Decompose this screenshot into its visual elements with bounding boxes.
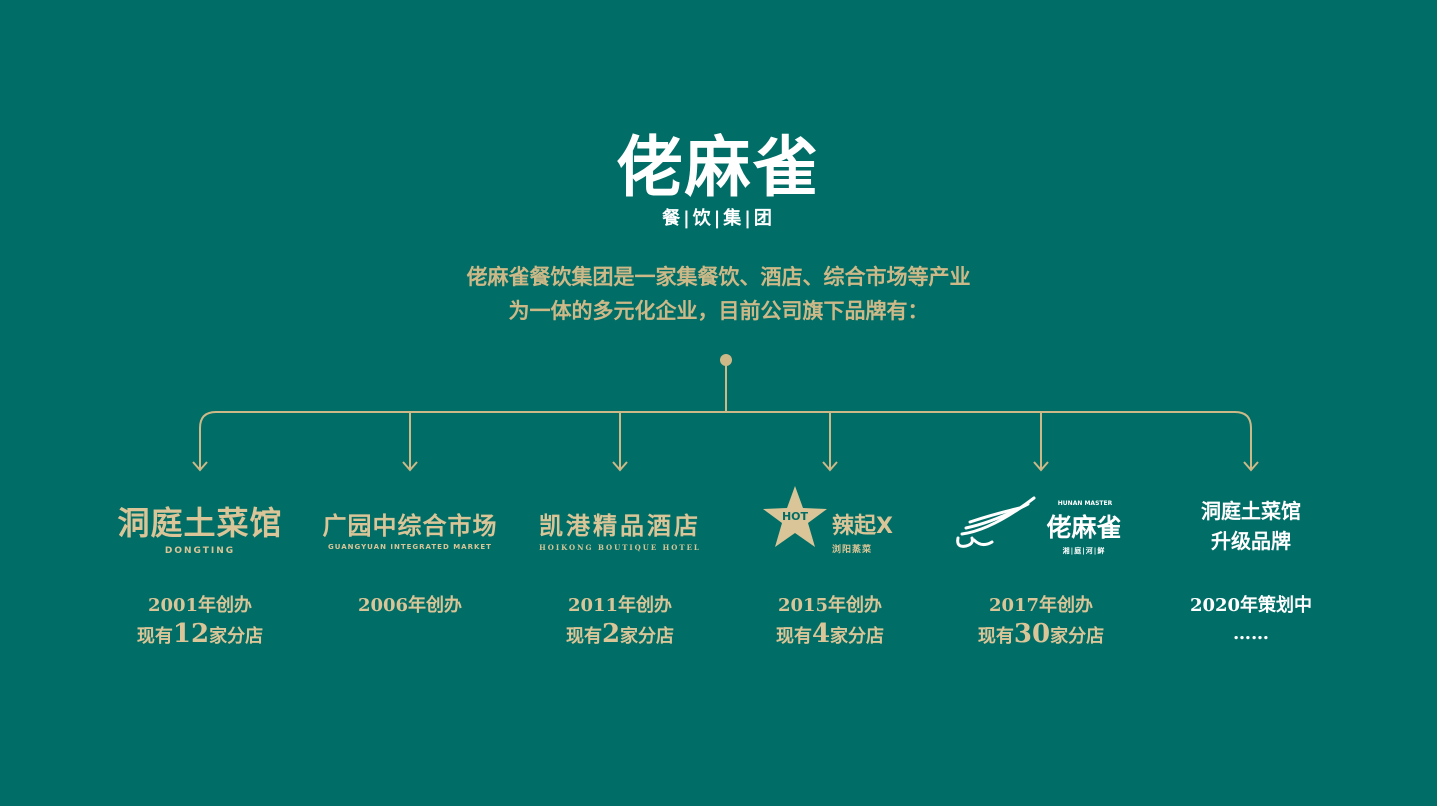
tree-branch-line [199, 411, 1252, 470]
stores-text: 现有30家分店 [977, 619, 1105, 649]
brand-logo-tagline: HUNAN MASTER [1057, 500, 1113, 507]
stores-text: 现有12家分店 [136, 619, 264, 649]
arrow-2 [402, 461, 418, 472]
brand-logo-subtitle: 浏阳蒸菜 [832, 545, 873, 555]
brand-logo-name: 洞庭土菜馆 [117, 504, 283, 542]
founded-text: 2015年创办 [777, 595, 883, 616]
intro-line-1: 佬麻雀餐饮集团是一家集餐饮、酒店、综合市场等产业 [466, 264, 971, 289]
group-logo-subtitle: 餐|饮|集|团 [662, 208, 775, 229]
stores-text: 现有2家分店 [565, 619, 675, 649]
brand-logo-dongting: 洞庭土菜馆 DONGTING [95, 498, 305, 556]
brand-logo-subtitle: GUANGYUAN INTEGRATED MARKET [328, 543, 492, 551]
stores-count: 12 [172, 619, 210, 649]
brand-logo-guangyuan: 广园中综合市场 GUANGYUAN INTEGRATED MARKET [305, 506, 515, 551]
arrow-5 [1033, 461, 1049, 472]
brand-logo-name: 辣起X [832, 514, 893, 539]
arrow-6 [1243, 461, 1259, 472]
stores-count: 4 [811, 619, 831, 649]
founded-text: 2001年创办 [147, 595, 253, 616]
brand-info-hoikong: 2011年创办 现有2家分店 [515, 592, 725, 651]
wing-icon [952, 494, 1038, 550]
stores-count: 30 [1013, 619, 1051, 649]
stores-text: 现有4家分店 [775, 619, 885, 649]
brand-logo-laomaque: 佬麻雀 湘|庭|河|鲜 [1036, 508, 1132, 556]
brand-logo-subtitle: 湘|庭|河|鲜 [1062, 547, 1106, 555]
brand-logo-name: 佬麻雀 [1046, 513, 1122, 542]
brand-logo-name: 凯港精品酒店 [539, 512, 701, 540]
brand-info-dongting: 2001年创办 现有12家分店 [95, 592, 305, 651]
group-logo-name: 佬麻雀 [616, 129, 821, 206]
brand-logo-subtitle: HOIKONG BOUTIQUE HOTEL [539, 543, 701, 552]
brand-info-laomaque: 2017年创办 现有30家分店 [936, 592, 1146, 651]
brand-logo-upgrade: 洞庭土菜馆 升级品牌 [1146, 496, 1356, 556]
brand-logo-line-2: 升级品牌 [1211, 529, 1291, 553]
brand-logo-laqi: 辣起X 浏阳蒸菜 [832, 508, 908, 555]
founded-text: 2020年策划中 [1189, 595, 1313, 616]
arrow-3 [612, 461, 628, 472]
stores-count: 2 [601, 619, 621, 649]
brand-info-upgrade: 2020年策划中 …… [1146, 592, 1356, 648]
founded-text: 2011年创办 [567, 595, 673, 616]
founded-text: 2006年创办 [357, 595, 463, 616]
brand-logo-hoikong: 凯港精品酒店 HOIKONG BOUTIQUE HOTEL [515, 506, 725, 552]
brand-logo-subtitle: DONGTING [164, 546, 236, 556]
arrow-1 [192, 461, 208, 472]
brand-logo-name: 广园中综合市场 [322, 512, 498, 540]
brand-info-laqi: 2015年创办 现有4家分店 [725, 592, 935, 651]
brand-logo-line-1: 洞庭土菜馆 [1201, 499, 1301, 523]
star-icon: HOT [760, 484, 830, 550]
brand-info-guangyuan: 2006年创办 [305, 592, 515, 620]
ellipsis-text: …… [1233, 623, 1269, 644]
founded-text: 2017年创办 [988, 595, 1094, 616]
arrow-4 [822, 461, 838, 472]
star-text: HOT [781, 510, 809, 523]
intro-line-2: 为一体的多元化企业，目前公司旗下品牌有： [508, 298, 929, 323]
